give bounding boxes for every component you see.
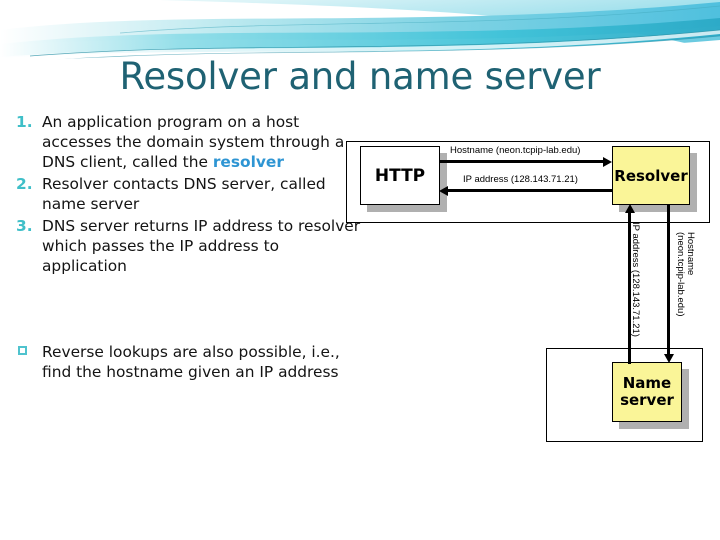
- list-item: 1. An application program on a host acces…: [12, 112, 364, 172]
- arrow-ns-to-resolver-line: [628, 212, 631, 364]
- arrow-ns-to-resolver-head: [624, 204, 635, 213]
- arrow-host-to-resolver-label: Hostname (neon.tcpip-lab.edu): [450, 145, 581, 156]
- list-marker: 2.: [16, 175, 33, 194]
- list-item-text: Reverse lookups are also possible, i.e.,…: [42, 343, 340, 382]
- arrow-host-to-resolver-line: [440, 160, 604, 163]
- resolver-node-label: Resolver: [614, 166, 688, 185]
- arrow-resolver-to-ns-label: Hostname (neon.tcpip-lab.edu): [675, 232, 696, 350]
- header-swoosh-graphic: [0, 0, 720, 72]
- arrow-ns-to-resolver-label: IP address (128.143.71.21): [630, 222, 641, 337]
- list-item: 3. DNS server returns IP address to resol…: [12, 216, 364, 276]
- page-title: Resolver and name server: [119, 55, 601, 98]
- list-item-text: DNS server returns IP address to resolve…: [42, 217, 361, 276]
- resolver-node: Resolver: [612, 146, 690, 205]
- list-item-text: An application program on a host accesse…: [42, 113, 345, 172]
- dns-resolution-diagram: HTTP Resolver Name server Hostname (neon…: [340, 132, 720, 452]
- arrow-resolver-to-host-label: IP address (128.143.71.21): [463, 174, 578, 185]
- arrow-resolver-to-ns-label-line2: (neon.tcpip-lab.edu): [675, 232, 687, 317]
- http-node-label: HTTP: [374, 165, 426, 186]
- arrow-host-to-resolver-head: [603, 156, 612, 167]
- bullet-list: Reverse lookups are also possible, i.e.,…: [12, 342, 364, 384]
- list-marker: 1.: [16, 113, 33, 131]
- arrow-resolver-to-ns-label-line1: Hostname: [685, 232, 696, 276]
- arrow-resolver-to-host-head: [439, 185, 448, 196]
- name-server-node: Name server: [612, 362, 682, 422]
- arrow-resolver-to-host-line: [448, 189, 612, 192]
- list-item: Reverse lookups are also possible, i.e.,…: [12, 342, 364, 382]
- name-server-node-label-line1: Name: [622, 373, 672, 392]
- square-bullet-icon: [18, 346, 27, 355]
- arrow-resolver-to-ns-head: [663, 354, 674, 363]
- name-server-node-label-line2: server: [620, 391, 674, 409]
- list-marker: 3.: [16, 217, 33, 236]
- list-item-text: Resolver contacts DNS server, called nam…: [42, 175, 326, 214]
- list-item: 2. Resolver contacts DNS server, called n…: [12, 174, 364, 214]
- numbered-list: 1. An application program on a host acces…: [12, 112, 364, 278]
- arrow-resolver-to-ns-line: [667, 204, 670, 356]
- keyword-resolver: resolver: [212, 153, 284, 172]
- http-node: HTTP: [360, 146, 440, 205]
- header-decoration: [0, 0, 720, 72]
